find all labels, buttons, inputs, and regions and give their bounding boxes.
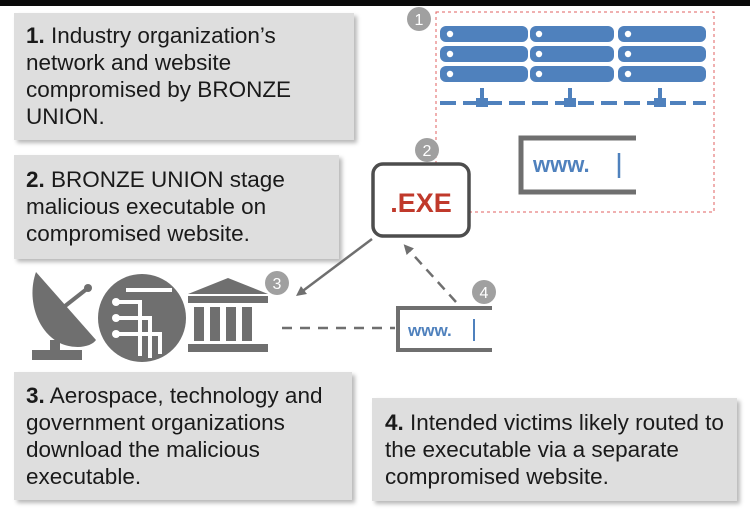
server-rack-icon (440, 26, 706, 82)
network-line-icon (440, 88, 706, 107)
badge-3: 3 (265, 271, 289, 295)
government-building-icon (188, 278, 268, 352)
badge-2: 2 (415, 138, 439, 162)
step-4-card: 4. Intended victims likely routed to the… (372, 398, 737, 501)
exe-label: .EXE (390, 188, 452, 218)
badge-1: 1 (407, 7, 431, 31)
step-4-number: 4. (385, 410, 404, 435)
svg-text:3: 3 (273, 276, 282, 293)
step-2-card: 2. BRONZE UNION stage malicious executab… (14, 155, 339, 259)
step-2-number: 2. (26, 167, 45, 192)
arrow-website-to-exe (403, 244, 457, 303)
browser-window-icon: www. (518, 135, 636, 195)
small-browser-window-icon: www. (396, 306, 492, 352)
step-1-number: 1. (26, 23, 45, 48)
satellite-dish-icon (32, 272, 96, 360)
arrow-exe-to-victims (296, 238, 373, 296)
svg-text:1: 1 (415, 12, 424, 29)
step-1-text: Industry organization’s network and webs… (26, 23, 292, 129)
step-3-text: Aerospace, technology and government org… (26, 383, 323, 489)
circuit-icon (98, 274, 186, 362)
executable-file-icon: .EXE (371, 162, 471, 238)
step-3-number: 3. (26, 383, 45, 408)
step-3-card: 3. Aerospace, technology and government … (14, 372, 352, 500)
www-label-large: www. (532, 152, 590, 177)
step-1-card: 1. Industry organization’s network and w… (14, 13, 354, 140)
compromised-org-boundary (435, 11, 715, 213)
www-label-small: www. (407, 321, 452, 340)
top-bar (0, 0, 750, 6)
svg-text:4: 4 (480, 285, 489, 302)
step-2-text: BRONZE UNION stage malicious executable … (26, 167, 285, 246)
step-4-text: Intended victims likely routed to the ex… (385, 410, 724, 489)
badge-4: 4 (472, 280, 496, 304)
svg-text:2: 2 (423, 143, 432, 160)
